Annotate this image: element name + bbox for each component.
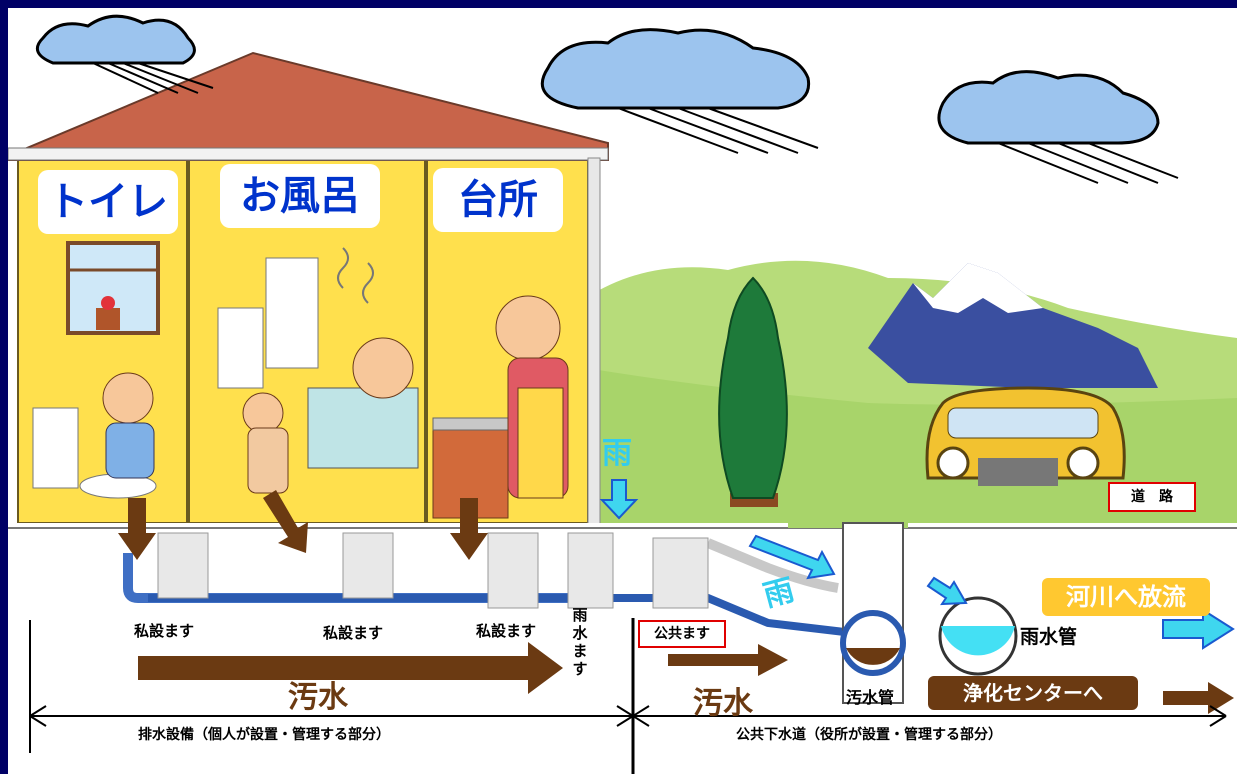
roof-gutter <box>8 147 609 161</box>
rain-down-arrow <box>599 479 639 520</box>
flower <box>101 296 115 310</box>
private-basin-2 <box>342 532 394 599</box>
private-section-label: 排水設備（個人が設置・管理する部分） <box>138 727 390 743</box>
door <box>265 257 319 369</box>
private-pipe <box>123 553 583 603</box>
private-basin-3 <box>487 532 539 609</box>
to-river-label: 河川へ放流 <box>1042 578 1210 616</box>
sewage-label-private: 汚水 <box>288 680 348 715</box>
private-basin-label-1: 私設ます <box>134 622 195 640</box>
sewage-label-public: 汚水 <box>693 686 753 721</box>
roof <box>8 51 609 161</box>
sewage-pipe-line <box>148 594 854 637</box>
flower-pot <box>96 308 120 330</box>
apron <box>517 387 564 499</box>
public-basin-label: 公共ます <box>638 620 726 648</box>
rain-diagonal-arrow <box>748 534 836 580</box>
toilet-tank <box>32 407 79 489</box>
sewage-pipe-label: 汚水管 <box>846 688 895 707</box>
car-grille <box>978 458 1058 486</box>
rain-pipe-label: 雨水管 <box>1020 626 1078 648</box>
drainage-diagram: トイレ お風呂 台所 雨 雨 道 路 私設ます 私設ます 私設ます 雨水ます 公… <box>8 8 1237 774</box>
car-headlight <box>1066 446 1100 480</box>
car-headlight <box>936 446 970 480</box>
counter-top <box>432 417 519 431</box>
to-center-arrow <box>1163 682 1234 714</box>
shelf <box>217 307 264 389</box>
rain-pipe-line <box>706 538 839 593</box>
rain-streaks <box>92 62 214 94</box>
rain-streaks <box>617 107 819 154</box>
to-river-arrow <box>1162 608 1235 650</box>
to-purification-label: 浄化センターへ <box>928 676 1138 710</box>
rain-water-fill <box>941 626 1015 656</box>
private-sewage-arrow <box>138 642 563 694</box>
public-section-label: 公共下水道（役所が設置・管理する部分） <box>736 727 1002 743</box>
drain-arrows <box>118 490 488 560</box>
person-shower-head <box>242 392 284 434</box>
rain-diagonal-arrow-2 <box>926 576 968 606</box>
dimension-arrowheads <box>29 705 1227 727</box>
cloud-3 <box>937 70 1179 184</box>
steam <box>337 247 374 304</box>
person-toilet-head <box>102 372 154 424</box>
underground <box>8 523 1237 633</box>
cloud-2 <box>540 28 819 154</box>
bathtub <box>307 387 419 469</box>
down-arrow-toilet <box>118 498 156 560</box>
down-arrow-kitchen <box>450 498 488 560</box>
post <box>868 428 886 498</box>
private-basin-label-3: 私設ます <box>476 622 537 640</box>
car-windshield <box>947 407 1099 439</box>
public-basin <box>652 537 709 609</box>
road-label: 道 路 <box>1108 482 1196 512</box>
tree <box>718 276 788 499</box>
rain-streaks <box>997 142 1179 184</box>
private-basin-1 <box>157 532 209 599</box>
room-label-toilet: トイレ <box>38 170 178 234</box>
person-shower-body <box>247 427 289 494</box>
rain-label-top: 雨 <box>602 436 632 471</box>
private-basin-label-2: 私設ます <box>323 624 384 642</box>
person-bath-head <box>352 337 414 399</box>
rain-basin <box>567 532 614 609</box>
public-sewage-arrow <box>668 644 788 676</box>
cloud-1 <box>35 14 214 94</box>
sewage-fill <box>846 648 900 665</box>
diagonal-arrow-bath <box>263 490 308 553</box>
person-toilet-body <box>105 422 155 479</box>
person-kitchen-head <box>495 295 561 361</box>
rain-basin-label: 雨水ます <box>572 606 588 678</box>
snow-cap <box>913 263 1043 313</box>
room-label-kitchen: 台所 <box>433 168 563 232</box>
downspout <box>587 157 601 539</box>
room-label-bath: お風呂 <box>220 164 380 228</box>
scene-illustration <box>8 14 1237 774</box>
